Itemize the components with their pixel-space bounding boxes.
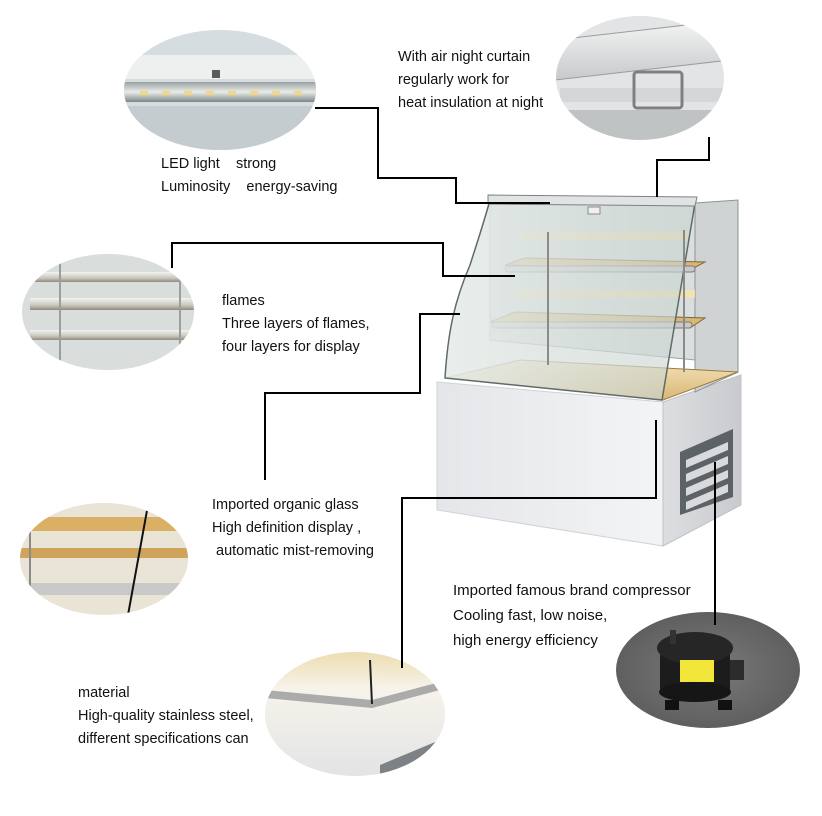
led-line-1: LED light strong bbox=[161, 156, 277, 172]
shelves-line-1: flames bbox=[222, 293, 265, 309]
glass-line-2: High definition display , bbox=[212, 520, 362, 536]
shelves-feature-text: flames Three layers of flames, four laye… bbox=[222, 290, 369, 359]
compressor-line-3: high energy efficiency bbox=[453, 632, 598, 649]
leader-glass bbox=[264, 313, 460, 480]
curtain-detail-bubble bbox=[556, 16, 724, 140]
leader-curtain bbox=[656, 137, 710, 197]
front-curved-glass bbox=[444, 199, 696, 401]
cabinet-base-front bbox=[436, 381, 664, 547]
display-cabinet bbox=[436, 194, 742, 547]
material-line-3: different specifications can bbox=[78, 731, 249, 747]
led-feature-text: LED light strong Luminosity energy-savin… bbox=[161, 153, 338, 199]
compressor-detail-bubble bbox=[616, 612, 800, 728]
leader-led bbox=[315, 107, 550, 204]
glass-feature-text: Imported organic glass High definition d… bbox=[212, 494, 374, 563]
compressor-line-1: Imported famous brand compressor bbox=[453, 582, 691, 599]
material-line-2: High-quality stainless steel, bbox=[78, 708, 254, 724]
curtain-feature-text: With air night curtain regularly work fo… bbox=[398, 46, 543, 115]
curtain-line-3: heat insulation at night bbox=[398, 95, 544, 111]
curtain-line-1: With air night curtain bbox=[398, 49, 531, 65]
material-feature-text: material High-quality stainless steel, d… bbox=[78, 682, 254, 751]
shelves-line-3: four layers for display bbox=[222, 339, 360, 355]
compressor-feature-text: Imported famous brand compressor Cooling… bbox=[453, 578, 691, 653]
leader-lines bbox=[171, 107, 716, 668]
steel-detail-bubble bbox=[265, 652, 445, 776]
shelves-line-2: Three layers of flames, bbox=[222, 316, 370, 332]
glass-detail-bubble bbox=[20, 503, 188, 615]
curtain-line-2: regularly work for bbox=[398, 72, 510, 88]
top-canopy bbox=[487, 194, 698, 207]
material-line-1: material bbox=[78, 685, 130, 701]
led-line-2: Luminosity energy-saving bbox=[161, 179, 338, 195]
glass-line-3: automatic mist-removing bbox=[212, 543, 374, 559]
led-detail-bubble bbox=[124, 30, 316, 150]
cabinet-side-panel bbox=[694, 199, 739, 393]
leader-steel bbox=[401, 420, 657, 668]
glass-line-1: Imported organic glass bbox=[212, 497, 359, 513]
vent-grille bbox=[680, 429, 733, 515]
compressor-line-2: Cooling fast, low noise, bbox=[453, 607, 608, 624]
leader-shelves bbox=[171, 242, 515, 277]
shelf-detail-bubble bbox=[22, 254, 194, 370]
compressor-icon bbox=[657, 630, 744, 710]
